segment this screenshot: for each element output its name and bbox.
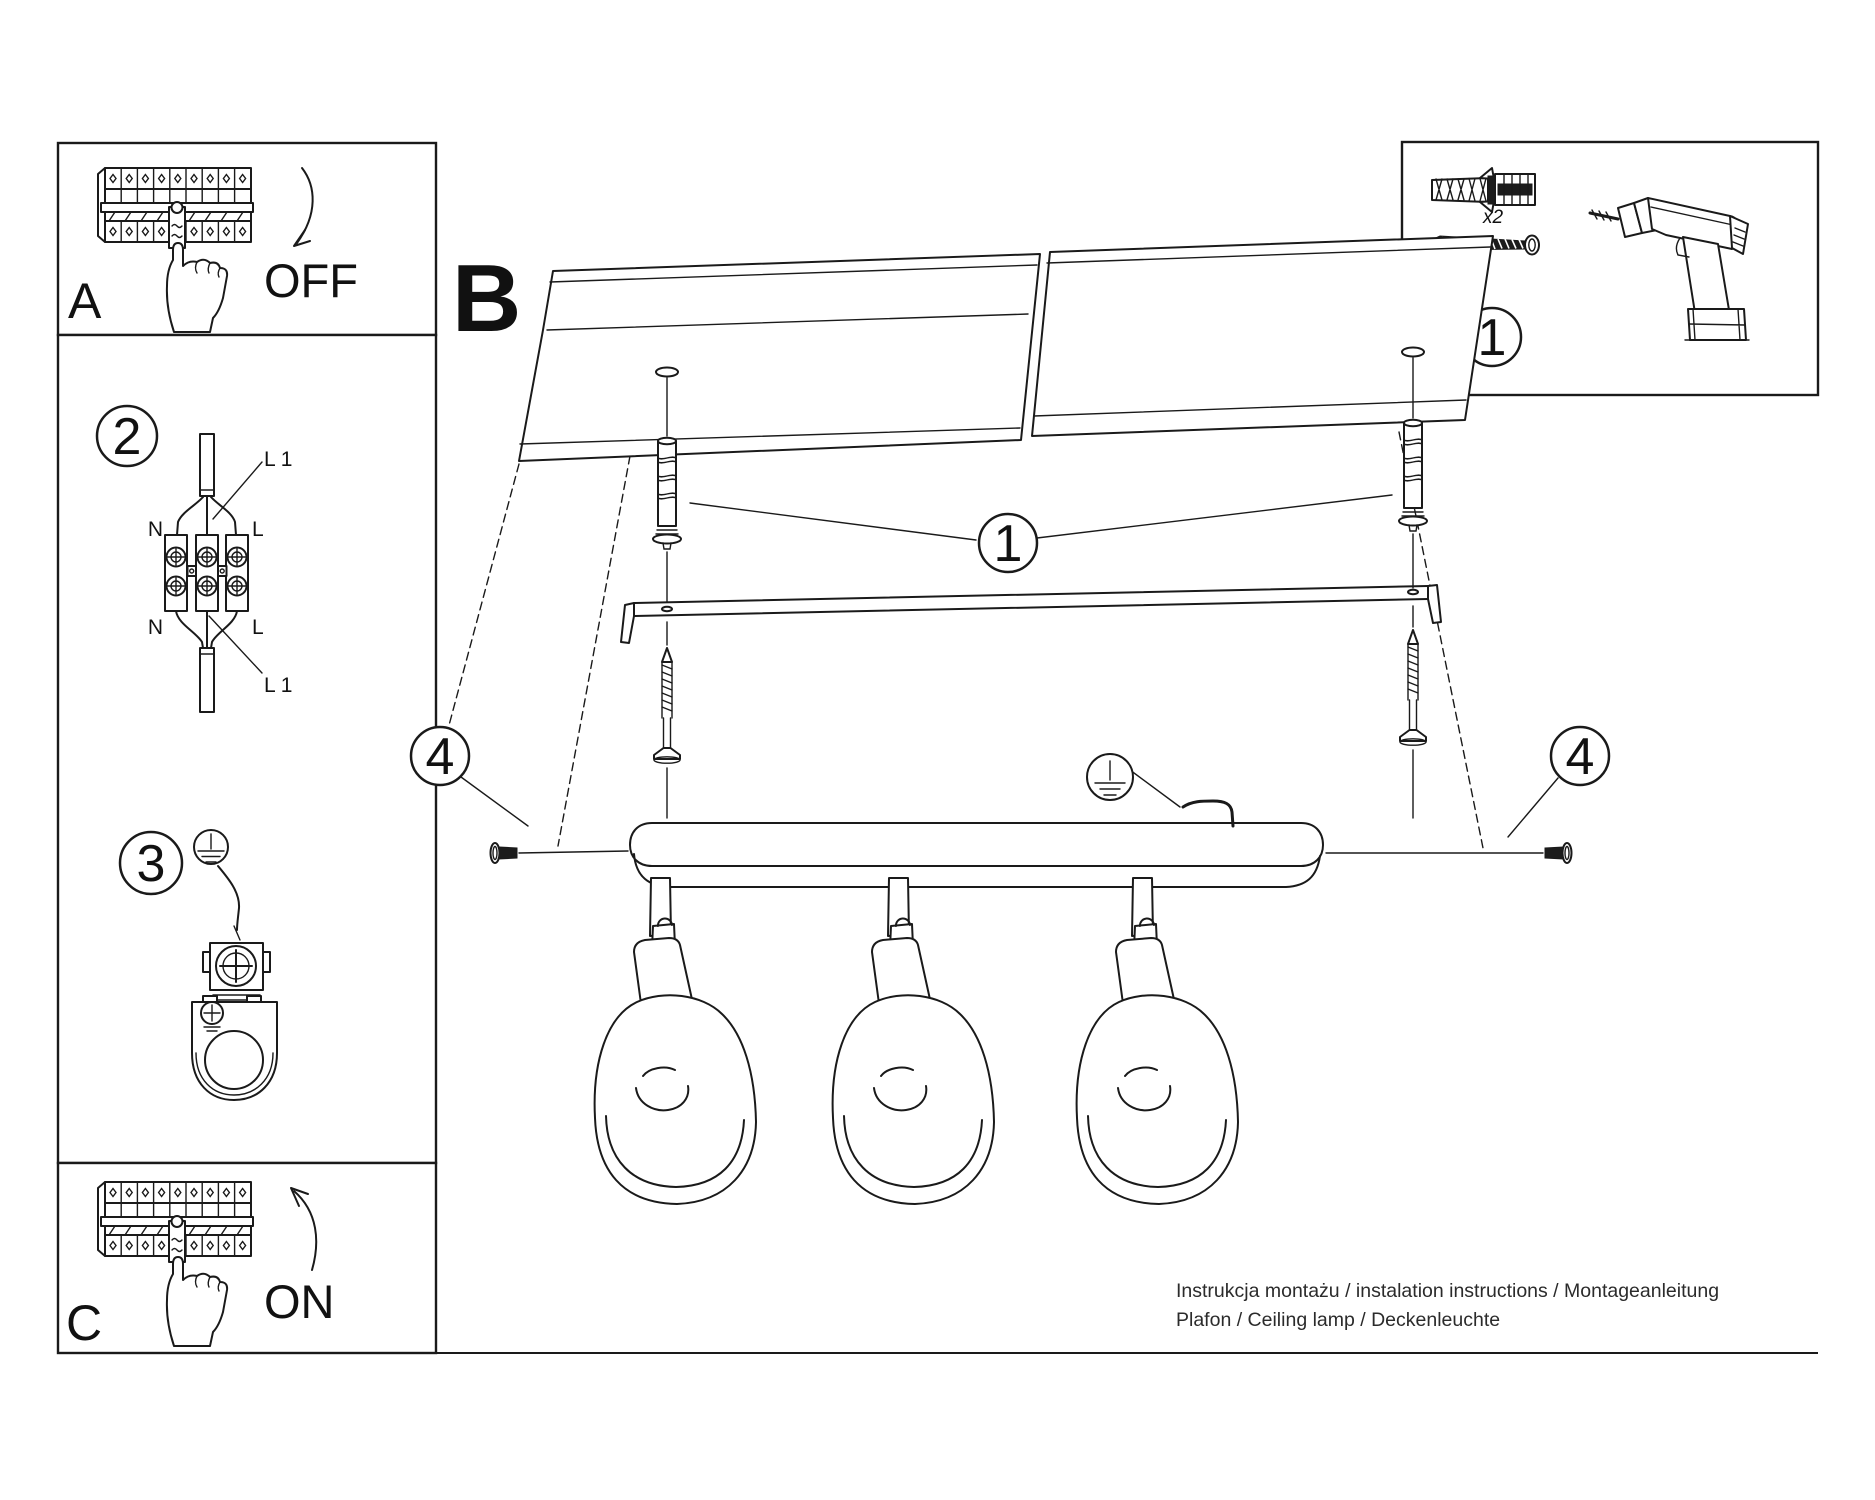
circuit-breaker-icon xyxy=(97,167,254,249)
leader-ground xyxy=(1129,769,1181,808)
step-3-badge xyxy=(118,830,184,896)
terminal-block xyxy=(164,534,249,612)
wire-l-top xyxy=(210,496,237,536)
arrow-down-icon xyxy=(293,167,314,247)
callout-screw-right-badge xyxy=(1549,725,1611,787)
step-a-letter: A xyxy=(68,273,102,329)
power-on-label: ON xyxy=(264,1275,335,1328)
ground-symbol-icon xyxy=(193,829,229,865)
ceiling-board-left xyxy=(518,253,1041,462)
guide-line-left-inner xyxy=(557,455,631,847)
mounting-tab xyxy=(191,995,278,1101)
spot-lamp-3 xyxy=(1075,877,1239,1205)
lamp-base xyxy=(629,822,1324,888)
leader-l1-top xyxy=(212,461,263,520)
side-bolt-right xyxy=(1325,842,1573,864)
wire-n-top xyxy=(176,496,204,536)
spot-lamp-1 xyxy=(593,877,757,1205)
step-3-number: 3 xyxy=(137,835,166,893)
circuit-breaker-icon xyxy=(97,1181,254,1263)
callout-anchor-number: 1 xyxy=(994,515,1023,573)
drill-icon xyxy=(1588,197,1750,341)
anchor-qty-label: x2 xyxy=(1482,207,1504,228)
label-l1-bottom: L 1 xyxy=(264,674,292,697)
panel-c-power-on: ON C xyxy=(56,1161,438,1355)
panel-a-power-off: OFF A xyxy=(56,141,438,337)
footer-line-2: Plafon / Ceiling lamp / Deckenleuchte xyxy=(1176,1309,1500,1331)
ground-wire xyxy=(217,865,241,931)
step-2-number: 2 xyxy=(113,408,142,466)
screw-right xyxy=(1399,629,1427,747)
wall-plug-right xyxy=(1398,418,1428,532)
leader-screw-left xyxy=(460,776,529,827)
wire-l-bottom xyxy=(210,610,238,649)
cable-sheath-top xyxy=(199,433,215,497)
spot-lamp-2 xyxy=(831,877,995,1205)
wire-n-bottom xyxy=(175,610,204,649)
callout-screw-left-badge xyxy=(409,725,471,787)
arrow-up-icon xyxy=(290,1187,318,1271)
ceiling-hole-left xyxy=(655,366,679,378)
leader-anchor-right xyxy=(1036,494,1393,539)
leader-l1-bottom xyxy=(208,615,263,674)
callout-screw-right-number: 4 xyxy=(1566,728,1595,786)
panel-1-number: 1 xyxy=(1478,309,1507,367)
guide-line-left xyxy=(447,463,520,730)
ground-callout xyxy=(1086,753,1181,808)
mounting-hole xyxy=(204,1030,264,1090)
callout-screw-left-number: 4 xyxy=(426,728,455,786)
label-n-top: N xyxy=(148,518,163,541)
label-l-top: L xyxy=(252,518,264,541)
terminal-screws xyxy=(165,546,248,597)
wall-plug-left xyxy=(652,436,682,550)
section-b-letter: B xyxy=(452,245,521,352)
exploded-view: 1 xyxy=(409,235,1611,1205)
step-2-wiring-diagram: 2 N L L 1 xyxy=(95,404,292,713)
cable-sheath-bottom xyxy=(199,647,215,713)
ceiling-board-right xyxy=(1031,235,1494,437)
step-2-badge xyxy=(95,404,159,468)
callout-anchor-badge xyxy=(977,512,1039,574)
mounting-bar xyxy=(620,584,1442,644)
leader-anchor-left xyxy=(689,502,977,541)
label-l1-top: L 1 xyxy=(264,448,292,471)
wall-plug-icon xyxy=(1431,167,1536,213)
screw-left xyxy=(653,647,681,765)
ceiling-hole-right xyxy=(1401,346,1425,358)
step-c-letter: C xyxy=(66,1295,102,1351)
step-3-grounding: 3 xyxy=(118,829,278,1101)
ground-wire xyxy=(1181,799,1235,828)
leader-screw-right xyxy=(1507,777,1559,838)
footer-line-1: Instrukcja montażu / instalation instruc… xyxy=(1176,1280,1719,1302)
side-bolt-left xyxy=(489,842,629,864)
power-off-label: OFF xyxy=(264,254,358,307)
label-l-bottom: L xyxy=(252,616,264,639)
label-n-bottom: N xyxy=(148,616,163,639)
